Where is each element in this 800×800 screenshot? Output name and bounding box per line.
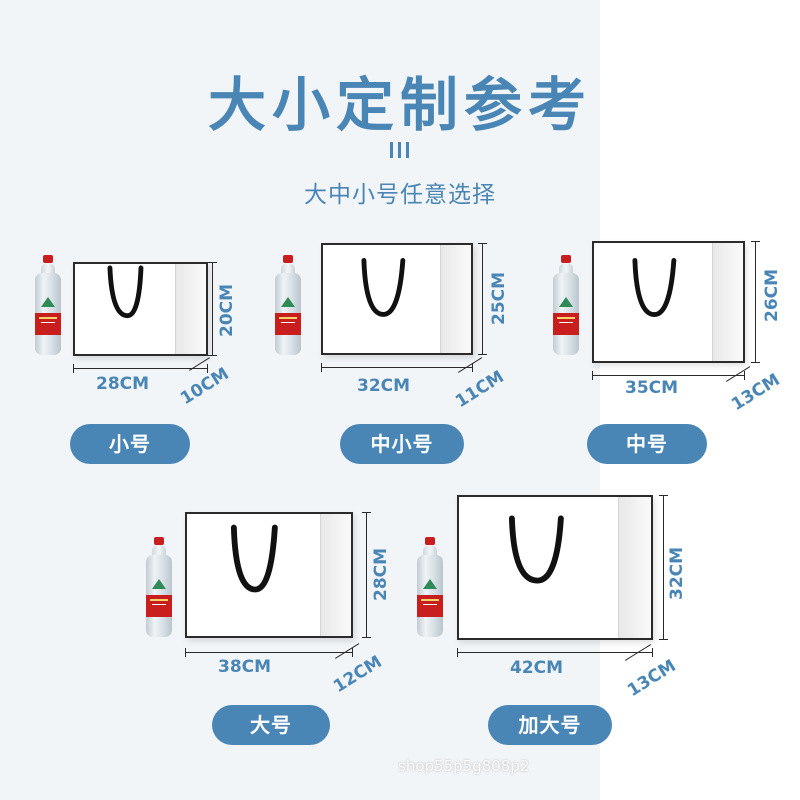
- width-label: 38CM: [218, 657, 272, 677]
- water-bottle-icon: [417, 537, 443, 637]
- water-bottle-icon: [553, 255, 579, 355]
- width-label: 42CM: [510, 658, 564, 678]
- page-subtitle: 大中小号任意选择: [304, 182, 496, 208]
- size-button-medium-small[interactable]: 中小号: [340, 424, 464, 464]
- height-label: 25CM: [489, 271, 509, 325]
- size-button-extra-large[interactable]: 加大号: [488, 705, 612, 745]
- water-bottle-icon: [275, 255, 301, 355]
- width-label: 28CM: [96, 374, 150, 394]
- size-button-large[interactable]: 大号: [212, 705, 330, 745]
- paper-bag: [457, 495, 653, 640]
- size-button-medium[interactable]: 中号: [587, 424, 707, 464]
- paper-bag: [592, 241, 745, 363]
- water-bottle-icon: [35, 255, 61, 355]
- height-label: 32CM: [667, 546, 687, 600]
- paper-bag: [73, 262, 208, 356]
- paper-bag: [185, 512, 353, 638]
- background-panel: [0, 0, 600, 800]
- height-label: 26CM: [762, 268, 782, 322]
- title-divider-icon: [388, 142, 412, 158]
- water-bottle-icon: [146, 537, 172, 637]
- depth-label: 13CM: [728, 369, 784, 415]
- width-label: 35CM: [625, 378, 679, 398]
- watermark-text: shop55p5g808p2: [398, 757, 530, 775]
- depth-label: 13CM: [624, 655, 680, 701]
- size-button-small[interactable]: 小号: [70, 424, 190, 464]
- paper-bag: [321, 243, 473, 355]
- page-title: 大小定制参考: [207, 71, 592, 139]
- width-label: 32CM: [357, 376, 411, 396]
- height-label: 20CM: [217, 283, 237, 337]
- height-label: 28CM: [371, 547, 391, 601]
